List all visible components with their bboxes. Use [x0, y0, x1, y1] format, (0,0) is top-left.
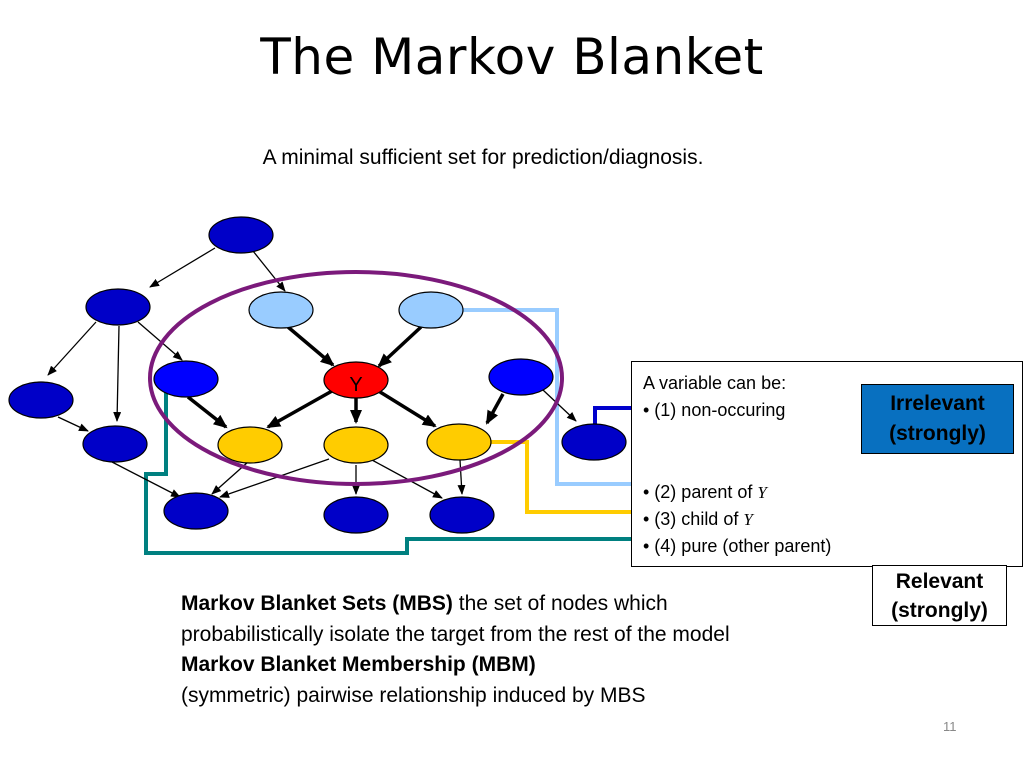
child-connector	[490, 440, 640, 514]
node-target	[323, 361, 389, 399]
node-bottom-right	[429, 496, 495, 534]
node-child-right	[426, 423, 492, 461]
relevant-box: Relevant (strongly)	[872, 565, 1007, 626]
slide-subtitle: A minimal sufficient set for prediction/…	[262, 146, 704, 169]
blanket-edges	[186, 325, 505, 429]
node-nonoccurring	[561, 423, 627, 461]
graph-edges	[47, 247, 577, 499]
relevant-qualifier: (strongly)	[891, 599, 988, 622]
target-label: Y	[349, 374, 362, 396]
info-item-pure: • (4) pure (other parent)	[643, 536, 832, 556]
markov-blanket-ellipse	[148, 270, 564, 486]
mbs-term: Markov Blanket Sets (MBS)	[181, 592, 453, 615]
node-child-left	[217, 426, 283, 464]
node-root	[208, 216, 274, 254]
node-child-center	[323, 426, 389, 464]
mbs-definition: Markov Blanket Sets (MBS) the set of nod…	[181, 592, 730, 646]
mbm-term: Markov Blanket Membership (MBM)	[181, 653, 536, 676]
info-heading: A variable can be:	[643, 373, 787, 393]
irrelevant-qualifier: (strongly)	[889, 422, 986, 445]
node-parent-left	[248, 291, 314, 329]
slide-number: 11	[943, 719, 957, 734]
node-upper-left	[85, 288, 151, 326]
spouse-connector	[144, 388, 640, 555]
node-spouse-right	[488, 358, 554, 396]
info-item-child: • (3) child of Y	[643, 509, 753, 529]
node-left-mid	[82, 425, 148, 463]
irrelevant-label: Irrelevant	[890, 392, 985, 415]
definitions-text: Markov Blanket Sets (MBS) the set of nod…	[181, 589, 801, 711]
node-far-left	[8, 381, 74, 419]
node-parent-right	[398, 291, 464, 329]
relevant-label: Relevant	[895, 570, 984, 593]
info-item-nonoccurring: • (1) non-occuring	[643, 400, 786, 420]
node-spouse-left	[153, 360, 219, 398]
mbm-definition: (symmetric) pairwise relationship induce…	[181, 683, 646, 707]
node-bottom-center	[323, 496, 389, 534]
irrelevant-box: Irrelevant (strongly)	[861, 384, 1014, 454]
slide-title: The Markov Blanket	[260, 28, 764, 86]
info-item-parent: • (2) parent of Y	[643, 482, 767, 502]
node-bottom-left	[163, 492, 229, 530]
